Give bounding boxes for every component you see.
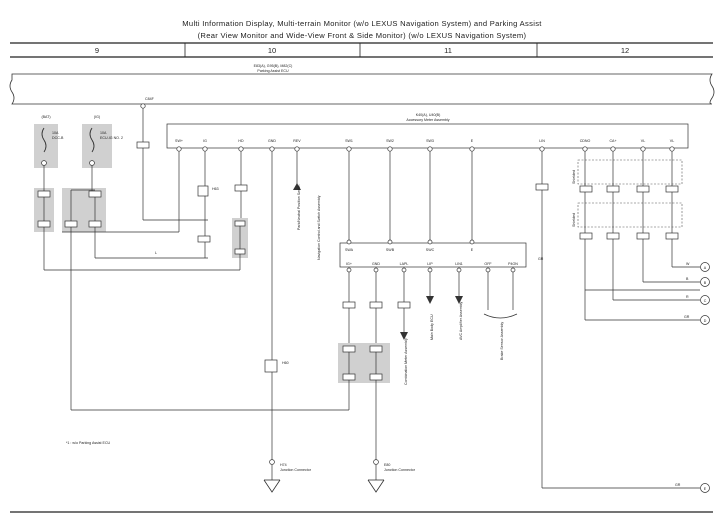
amplifier-note: AVC Amplifier Assembly (459, 302, 463, 340)
ig-wiring: H63 (197, 151, 219, 258)
junction-e80-code: E80 (384, 463, 390, 467)
left-wiring: L (43, 151, 349, 411)
shielded-label: Shielded (572, 213, 576, 227)
nav-pin-bottom: GND (372, 262, 380, 266)
meter-name: Accessory Meter Assembly (406, 118, 449, 122)
nav-switch-name: Navigation Control and Switch Assembly (317, 195, 321, 260)
off-page-label: A (704, 266, 707, 270)
off-page-c (700, 295, 710, 305)
rev-wiring: Park/Neutral Position Switch (293, 151, 301, 230)
wire-color-label: B (686, 277, 689, 281)
park-switch-note: Park/Neutral Position Switch (297, 185, 301, 230)
fuse-ig: (IG) 10A ECU-IG NO. 2 (82, 115, 123, 168)
svg-text:H63: H63 (212, 187, 219, 191)
nav-switch-box: Navigation Control and Switch Assembly S… (317, 195, 527, 268)
junction-e80-name: Junction Connector (384, 468, 416, 472)
shielded-section: Shielded Shielded W B R GR (572, 151, 700, 321)
svg-text:GR: GR (538, 257, 544, 261)
meter-pin-label: CDNO (580, 139, 591, 143)
meter-pin-label: SW3 (426, 139, 434, 143)
fuse-bat-name: DCC-B (52, 136, 64, 140)
meter-ref-note: Combination Meter Assembly (404, 338, 408, 385)
off-page-a (700, 262, 710, 272)
junction-h74-code: H74 (280, 463, 287, 467)
svg-text:H60: H60 (282, 361, 289, 365)
off-page-label: E (704, 487, 707, 491)
off-page-e (700, 483, 710, 493)
nav-pin-bottom: LIP (427, 262, 433, 266)
meter-pins: SW+ IG HD GND REV SW1 SW2 SW3 E LIN CDNO… (175, 139, 674, 143)
off-page-connectors: A B C D E (700, 262, 710, 493)
nav-pin-top: E (471, 248, 474, 252)
meter-pin-label: HD (238, 139, 244, 143)
lin-wiring: GR GR (535, 151, 700, 489)
off-page-label: C (704, 299, 707, 303)
off-page-b (700, 277, 710, 287)
fuse-bat-rating: 10A (52, 131, 59, 135)
diagram-title-line1: Multi Information Display, Multi-terrain… (182, 19, 542, 28)
diagram-title-line2: (Rear View Monitor and Wide-View Front &… (198, 31, 527, 40)
meter-pin-label: VL (641, 139, 645, 143)
nav-bottom-wiring: Combination Meter Assembly Main Body ECU… (342, 267, 518, 385)
sw-wiring (346, 151, 475, 245)
off-page-label: D (704, 319, 707, 323)
gnd-wiring: H60 H74 Junction Connector (263, 151, 312, 493)
junction-h74-name: Junction Connector (280, 468, 312, 472)
nav-pin-bottom: P4ON (508, 262, 518, 266)
wire-color-label: GR (684, 315, 690, 319)
fuse-bat-supply: (BAT) (41, 115, 50, 119)
main-ecu-note: Main Body ECU (430, 314, 434, 340)
sensor-note: Brake Sensor Assembly (500, 322, 504, 360)
nav-pin-top: SWB (386, 248, 395, 252)
svg-text:L: L (155, 251, 157, 255)
nav-pin-bottom: LIN1 (455, 262, 463, 266)
shielded-label: Shielded (572, 170, 576, 184)
column-12: 12 (621, 46, 629, 55)
meter-pin-label: IG (203, 139, 207, 143)
meter-pin-label: E (471, 139, 474, 143)
ecu-code: E83(A), G95(B), M82(C) (254, 64, 293, 68)
parking-assist-ecu: E83(A), G95(B), M82(C) Parking Assist EC… (9, 64, 715, 105)
meter-pin-label: SW2 (386, 139, 394, 143)
junction-h60 (264, 359, 278, 373)
nav-pin-top: SWA (345, 248, 354, 252)
column-9: 9 (95, 46, 99, 55)
off-page-d (700, 315, 710, 325)
wire-color-label: R (686, 295, 689, 299)
meter-pin-label: SW+ (175, 139, 183, 143)
footnote: *1 : w/o Parking Assist ECU (66, 441, 111, 445)
svg-text:GR: GR (675, 483, 681, 487)
hd-wiring (232, 151, 248, 270)
meter-pin-label: VL (670, 139, 674, 143)
column-11: 11 (444, 46, 452, 55)
ecu-pin (140, 103, 146, 109)
meter-pin-label: LIN (539, 139, 545, 143)
meter-pin-label: REV (293, 139, 301, 143)
nav-pin-bottom: OFF (484, 262, 492, 266)
meter-pin-label: CA+ (609, 139, 616, 143)
nav-pin-bottom: IG+ (346, 262, 352, 266)
nav-pin-top: SWC (426, 248, 435, 252)
accessory-meter-assembly: K40(A), U40(B) Accessory Meter Assembly (166, 113, 689, 149)
fuse-ig-name: ECU-IG NO. 2 (100, 136, 123, 140)
fuse-ig-supply: (IG) (94, 115, 100, 119)
column-10: 10 (268, 46, 276, 55)
svg-text:C84F: C84F (145, 97, 155, 101)
nav-pin-bottom: LAPL (400, 262, 409, 266)
meter-code: K40(A), U40(B) (416, 113, 441, 117)
wire-color-label: W (686, 262, 690, 266)
meter-pin-label: GND (268, 139, 276, 143)
junction-block-e80: E80 Junction Connector (338, 343, 416, 493)
junction-h63 (197, 185, 209, 197)
fuse-ig-rating: 10A (100, 131, 107, 135)
fuse-bat: (BAT) 10A DCC-B (34, 115, 64, 168)
off-page-label: B (704, 281, 707, 285)
ecu-name: Parking Assist ECU (257, 69, 289, 73)
meter-pin-label: SW1 (345, 139, 353, 143)
